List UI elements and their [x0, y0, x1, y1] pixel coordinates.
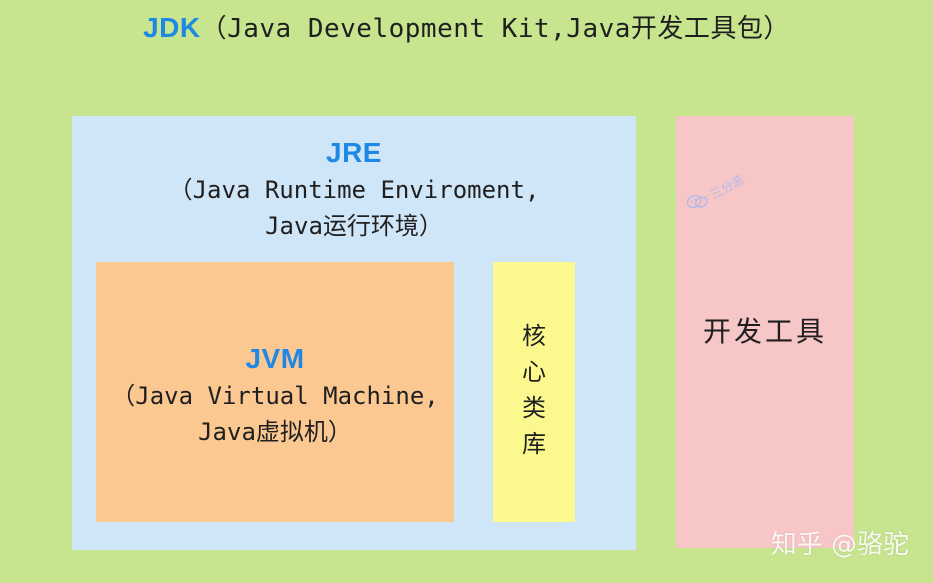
- jvm-label: JVM （Java Virtual Machine, Java虚拟机）: [96, 340, 454, 450]
- jre-description-line2: Java运行环境）: [265, 212, 443, 240]
- jvm-description-line1: （Java Virtual Machine,: [111, 382, 439, 410]
- jre-label: JRE （Java Runtime Enviroment, Java运行环境）: [72, 134, 636, 244]
- core-library-box: [493, 262, 575, 522]
- author-watermark: 三分恶: [684, 170, 747, 215]
- core-library-char: 类: [522, 394, 546, 422]
- jdk-acronym: JDK: [143, 12, 201, 43]
- site-watermark: 知乎 @骆驼: [770, 530, 909, 560]
- diagram-title: JDK（Java Development Kit,Java开发工具包）: [0, 8, 933, 49]
- core-library-char: 心: [522, 358, 546, 386]
- core-library-char: 核: [522, 322, 546, 350]
- jre-acronym: JRE: [326, 137, 382, 168]
- dev-tools-label: 开发工具: [702, 315, 827, 348]
- jvm-box: [96, 262, 454, 522]
- jvm-acronym: JVM: [245, 343, 305, 374]
- core-library-char: 库: [522, 430, 546, 458]
- jdk-description: （Java Development Kit,Java开发工具包）: [200, 14, 790, 44]
- dev-tools-box: [676, 116, 854, 548]
- jvm-description-line2: Java虚拟机）: [198, 418, 352, 446]
- core-library-label: 核 心 类 库: [493, 318, 575, 462]
- wechat-icon: [686, 194, 708, 209]
- jre-description-line1: （Java Runtime Enviroment,: [168, 176, 540, 204]
